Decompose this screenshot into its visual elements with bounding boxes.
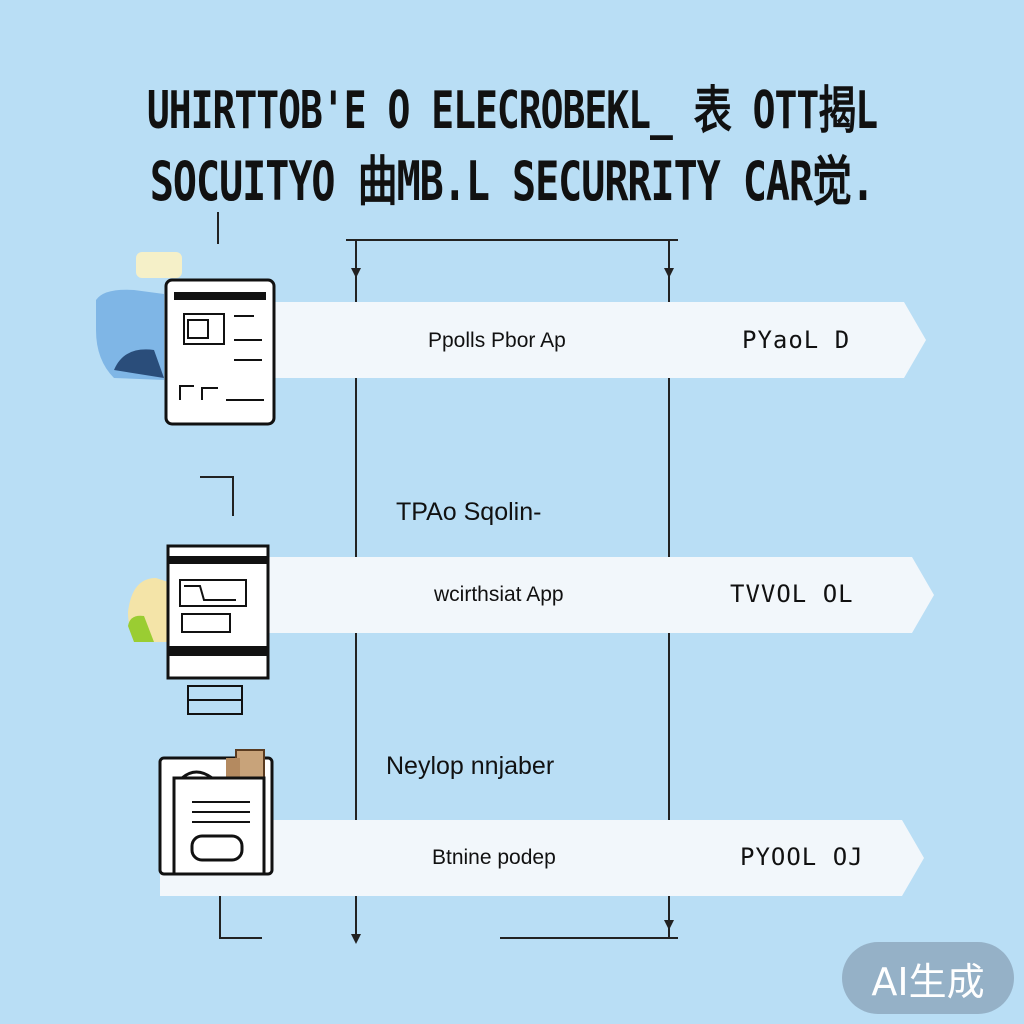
step-banner-2 (168, 557, 934, 633)
person-with-monitor-icon (128, 544, 270, 715)
step-label-1: Ppolls Pbor Ap (428, 329, 566, 352)
tick-middle (200, 476, 234, 516)
ai-generated-badge: AI生成 (842, 942, 1014, 1014)
person-with-mobile-phone-icon (96, 252, 276, 426)
step-label-2: wcirthsiat App (434, 583, 564, 606)
title-line-2: SOCUITYO 曲MB.L SECURRITY CAR觉. (149, 151, 875, 214)
step-code-3: PYOOL OJ (740, 843, 864, 871)
title-line-1: UHIRTTOB'E O ELECROBEKL_ 表 OTT揭L (146, 80, 878, 140)
shopping-bag-icon (158, 749, 274, 876)
arrow-right-bottom (664, 920, 674, 930)
step-code-2: TVVOL OL (730, 580, 854, 608)
step-label-3: Btnine podep (432, 846, 556, 869)
section-label-2: TPAo Sqolin- (396, 498, 542, 526)
arrow-right-top (664, 268, 674, 278)
arrow-left-top (351, 268, 361, 278)
step-code-1: PYaoL D (742, 326, 851, 354)
tick-bottom (219, 893, 262, 939)
section-label-3: Neylop nnjaber (386, 752, 555, 780)
arrow-left-bottom (351, 934, 361, 944)
step-banner-3 (160, 820, 924, 896)
step-banner-1 (168, 302, 926, 378)
